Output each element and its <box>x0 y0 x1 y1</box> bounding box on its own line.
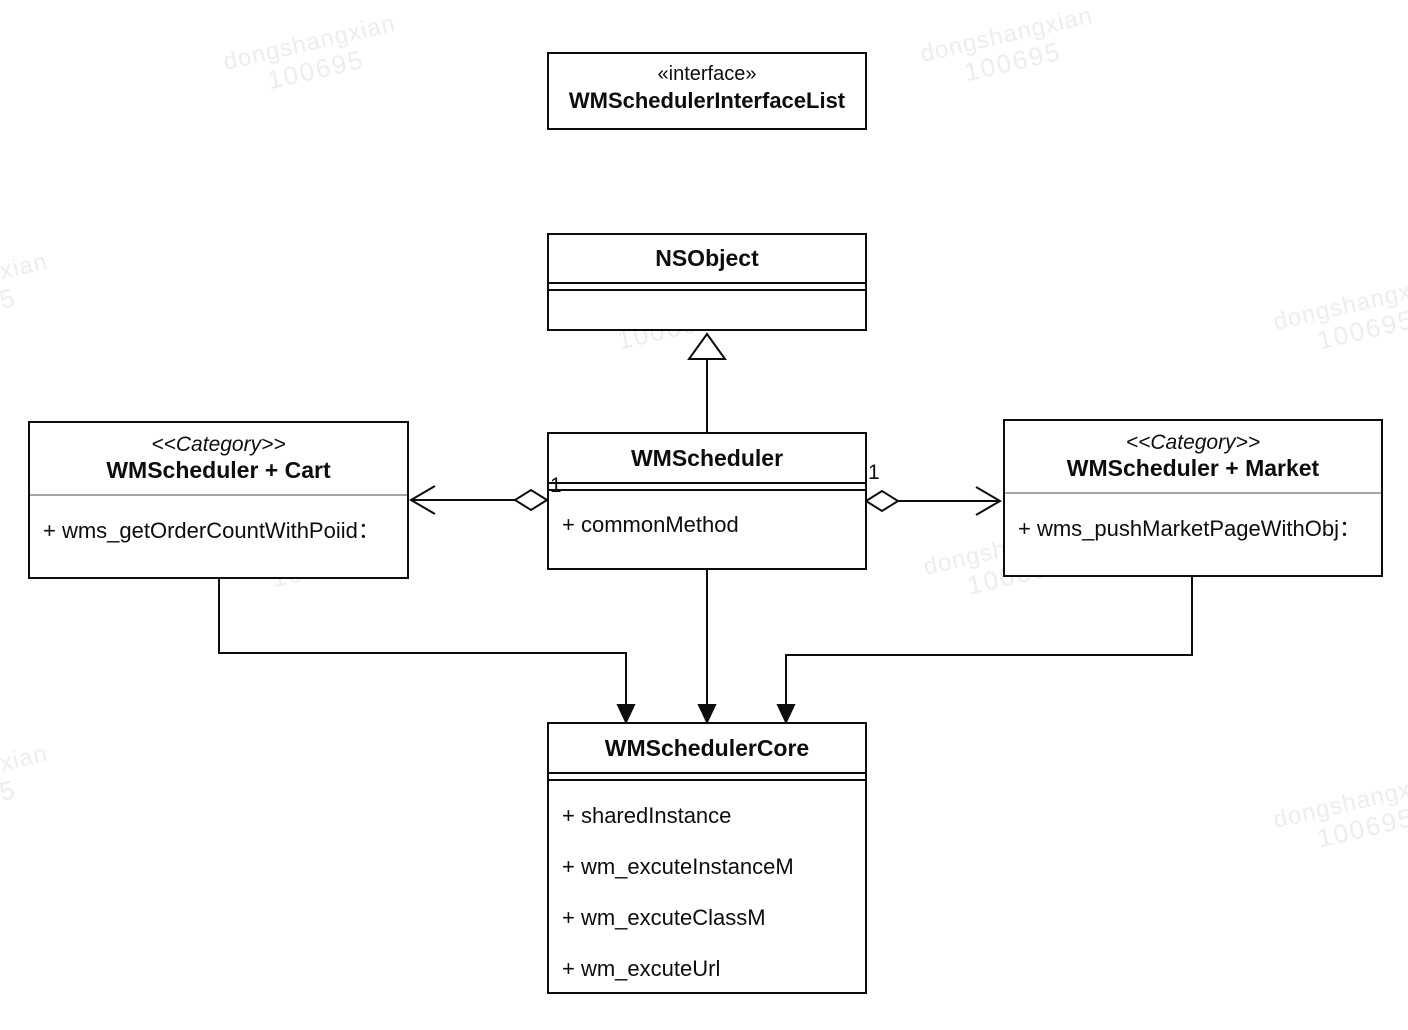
method-label: + wm_excuteInstanceM <box>562 854 794 879</box>
watermark-number: 100695 <box>0 282 20 334</box>
watermark-number: 100695 <box>264 44 368 96</box>
dependency-connector-market-core <box>776 577 1193 725</box>
method-label: + wms_pushMarketPageWithObj： <box>1018 516 1361 541</box>
compartment-divider <box>549 482 865 491</box>
interface-stereotype: «interface» <box>657 63 757 85</box>
class-box-wmschedulercore: WMSchedulerCore + sharedInstance + wm_ex… <box>547 722 867 994</box>
class-box-nsobject: NSObject <box>547 233 867 331</box>
method-label: + commonMethod <box>562 512 739 537</box>
watermark-text: dongshangxian <box>917 1 1096 68</box>
watermark-number: 100695 <box>961 36 1065 88</box>
class-box-wmscheduler: WMScheduler + commonMethod <box>547 432 867 570</box>
watermark-text: dongshangxian <box>1270 767 1408 834</box>
dependency-connector-scheduler-core <box>697 570 717 725</box>
class-box-interface-list: «interface» WMSchedulerInterfaceList <box>547 52 867 130</box>
watermark-text: dongshangxian <box>220 9 399 76</box>
class-name: WMScheduler + Market <box>1066 455 1320 481</box>
method-label: + sharedInstance <box>562 803 732 828</box>
compartment-divider <box>549 282 865 291</box>
class-box-cart-category: <<Category>> WMScheduler + Cart + wms_ge… <box>28 421 409 579</box>
watermark-text: dongshangxian <box>1270 269 1408 336</box>
watermark-text: dongshangxian <box>0 247 51 314</box>
class-name: WMScheduler <box>630 445 784 471</box>
multiplicity-label-left: 1 <box>550 474 562 497</box>
watermark-number: 100695 <box>1314 304 1408 356</box>
category-stereotype: <<Category>> <box>1125 431 1261 454</box>
method-label: + wm_excuteUrl <box>562 956 721 981</box>
generalization-connector-nsobject <box>687 332 727 432</box>
compartment-divider <box>30 494 407 496</box>
aggregation-connector-market <box>864 486 1002 516</box>
class-box-market-category: <<Category>> WMScheduler + Market + wms_… <box>1003 419 1383 577</box>
compartment-divider <box>1005 492 1381 494</box>
method-label: + wm_excuteClassM <box>562 905 766 930</box>
watermark-number: 100695 <box>0 774 20 826</box>
class-name: WMSchedulerInterfaceList <box>568 88 846 113</box>
dependency-connector-cart-core <box>218 579 636 725</box>
watermark-number: 100695 <box>1314 802 1408 854</box>
method-label: + wms_getOrderCountWithPoiid： <box>43 518 380 543</box>
watermark-text: dongshangxian <box>0 739 51 806</box>
aggregation-connector-cart <box>409 485 549 515</box>
class-name: WMSchedulerCore <box>604 735 810 761</box>
class-name: NSObject <box>655 245 759 271</box>
compartment-divider <box>549 772 865 781</box>
multiplicity-label-right: 1 <box>868 461 880 484</box>
class-name: WMScheduler + Cart <box>106 457 331 483</box>
category-stereotype: <<Category>> <box>151 433 286 456</box>
